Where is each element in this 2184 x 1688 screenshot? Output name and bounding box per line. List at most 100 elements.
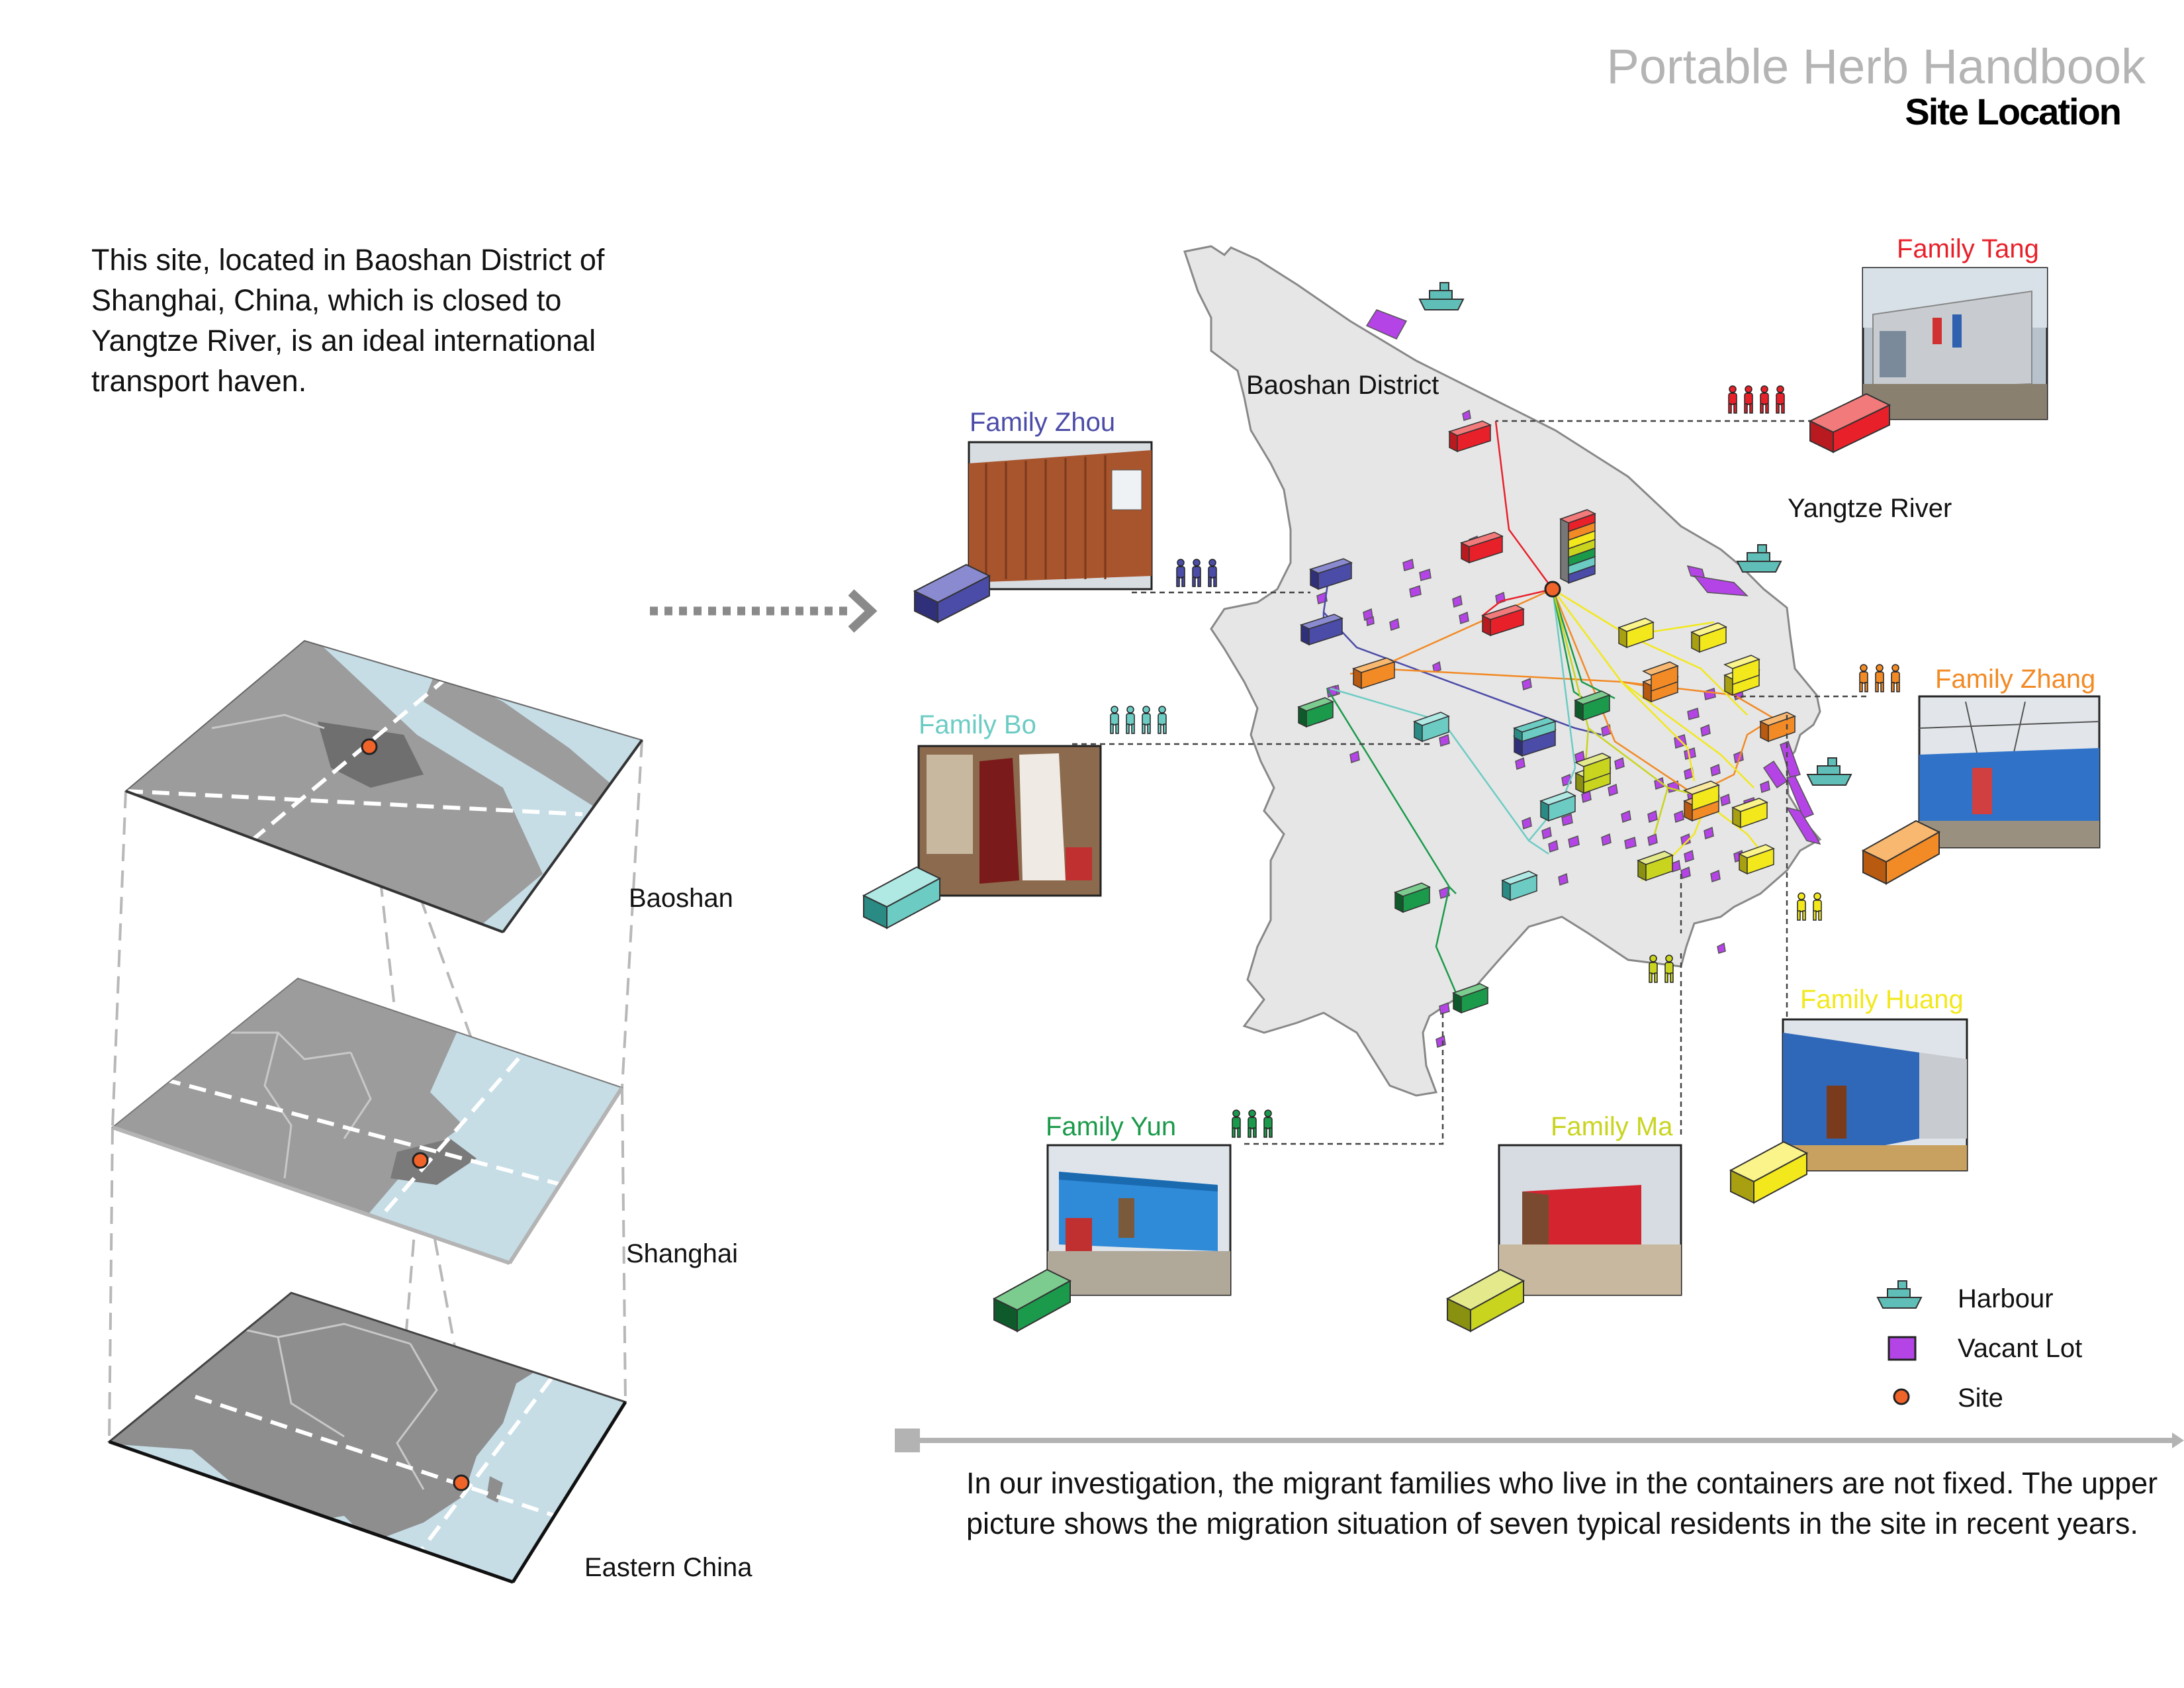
person-icon bbox=[1875, 664, 1884, 692]
container-icon bbox=[1309, 558, 1353, 590]
container-icon bbox=[1513, 717, 1557, 743]
container-icon bbox=[1297, 697, 1334, 728]
person-icon bbox=[1176, 559, 1185, 587]
container-icon bbox=[1642, 661, 1679, 692]
person-icon bbox=[1760, 385, 1769, 414]
legend bbox=[1877, 1280, 1922, 1405]
family-bo-photo bbox=[917, 745, 1102, 897]
person-icon bbox=[1813, 892, 1822, 921]
container-icon bbox=[1574, 690, 1611, 722]
page-title: Site Location bbox=[1905, 91, 2122, 132]
container-icon bbox=[1731, 798, 1768, 829]
family-bo-members bbox=[1110, 706, 1167, 734]
container-icon bbox=[992, 1268, 1072, 1333]
container-icon bbox=[1352, 657, 1396, 690]
container-icon bbox=[862, 866, 942, 929]
person-icon bbox=[1248, 1109, 1257, 1138]
intro-paragraph: This site, located in Baoshan District o… bbox=[91, 243, 605, 398]
family-tang-photo bbox=[1862, 267, 2048, 420]
container-icon bbox=[1729, 1141, 1809, 1204]
site-marker-icon bbox=[361, 738, 378, 755]
family-huang-photo bbox=[1782, 1018, 1968, 1172]
person-icon bbox=[1158, 706, 1167, 734]
site-marker-icon bbox=[1893, 1388, 1910, 1405]
arrow-icon bbox=[650, 589, 878, 633]
person-icon bbox=[1776, 385, 1785, 414]
family-zhou-photo bbox=[968, 441, 1153, 590]
person-icon bbox=[1232, 1109, 1241, 1138]
legend-site-label: Site bbox=[1958, 1383, 2003, 1413]
eastern-china-layer-map bbox=[107, 1291, 627, 1584]
shanghai-layer-map bbox=[111, 977, 624, 1265]
family-yun-label: Family Yun bbox=[1046, 1112, 1177, 1141]
layer-stack bbox=[107, 639, 643, 1584]
person-icon bbox=[1110, 706, 1119, 734]
legend-harbour-label: Harbour bbox=[1958, 1284, 2054, 1313]
family-zhang-photo bbox=[1918, 695, 2101, 849]
family-zhang-label: Family Zhang bbox=[1935, 665, 2096, 694]
family-yun-members bbox=[1232, 1109, 1273, 1138]
vacant-lot-icon bbox=[1888, 1336, 1917, 1361]
container-icon bbox=[1394, 882, 1431, 914]
container-icon bbox=[1413, 712, 1450, 743]
container-icon bbox=[1617, 618, 1655, 649]
family-tang-members bbox=[1728, 385, 1785, 414]
handbook-title: Portable Herb Handbook bbox=[1606, 39, 2146, 94]
container-icon bbox=[1690, 622, 1727, 653]
container-icon bbox=[1738, 844, 1775, 875]
person-icon bbox=[1797, 892, 1806, 921]
family-zhou-members bbox=[1176, 559, 1217, 587]
timeline-bar bbox=[895, 1429, 2184, 1452]
district-label: Baoshan District bbox=[1246, 371, 1439, 400]
container-icon-group bbox=[1297, 420, 1796, 1014]
person-icon bbox=[1192, 559, 1201, 587]
family-bo-label: Family Bo bbox=[919, 710, 1036, 739]
person-icon bbox=[1891, 664, 1900, 692]
leader-lines bbox=[1072, 420, 1866, 1145]
site-marker-icon bbox=[1544, 581, 1561, 598]
container-icon bbox=[1539, 791, 1576, 822]
person-icon bbox=[1142, 706, 1151, 734]
harbour-icon bbox=[1419, 282, 1464, 310]
family-huang-label: Family Huang bbox=[1800, 985, 1964, 1014]
family-tang-label: Family Tang bbox=[1897, 234, 2039, 263]
container-icon bbox=[1445, 1268, 1525, 1333]
container-icon bbox=[1574, 753, 1612, 784]
person-icon bbox=[1664, 955, 1674, 983]
container-icon bbox=[1808, 393, 1891, 453]
container-stack-icon bbox=[1559, 509, 1596, 585]
family-zhou-label: Family Zhou bbox=[970, 408, 1116, 437]
person-icon bbox=[1744, 385, 1753, 414]
layer-label-shanghai: Shanghai bbox=[626, 1239, 739, 1268]
container-icon bbox=[1448, 420, 1492, 453]
family-yun-photo bbox=[1046, 1144, 1232, 1296]
container-icon bbox=[1683, 780, 1720, 812]
person-icon bbox=[1728, 385, 1737, 414]
harbour-icon bbox=[1877, 1280, 1922, 1309]
container-icon bbox=[1723, 655, 1760, 686]
harbour-icon bbox=[1737, 544, 1782, 573]
river-label: Yangtze River bbox=[1788, 494, 1952, 523]
family-zhang-members bbox=[1859, 664, 1900, 692]
family-huang-members bbox=[1797, 892, 1822, 921]
vacant-lots bbox=[1310, 309, 1821, 1048]
baoshan-layer-map bbox=[124, 639, 643, 933]
container-icon bbox=[1861, 820, 1941, 885]
person-icon bbox=[1126, 706, 1135, 734]
family-ma-label: Family Ma bbox=[1551, 1112, 1673, 1141]
site-marker-icon bbox=[453, 1474, 470, 1491]
container-icon bbox=[1637, 851, 1674, 882]
harbour-icon bbox=[1807, 757, 1852, 786]
container-icon bbox=[1300, 614, 1343, 646]
baoshan-district-map bbox=[1183, 245, 1852, 1097]
person-icon bbox=[1649, 955, 1658, 983]
container-icon bbox=[1452, 983, 1489, 1014]
container-icon bbox=[1501, 870, 1538, 902]
site-marker-icon bbox=[412, 1152, 429, 1169]
legend-vacant-lot-label: Vacant Lot bbox=[1958, 1334, 2083, 1363]
family-ma-photo bbox=[1498, 1144, 1682, 1296]
person-icon bbox=[1859, 664, 1868, 692]
layer-label-baoshan: Baoshan bbox=[629, 884, 733, 913]
person-icon bbox=[1263, 1109, 1273, 1138]
